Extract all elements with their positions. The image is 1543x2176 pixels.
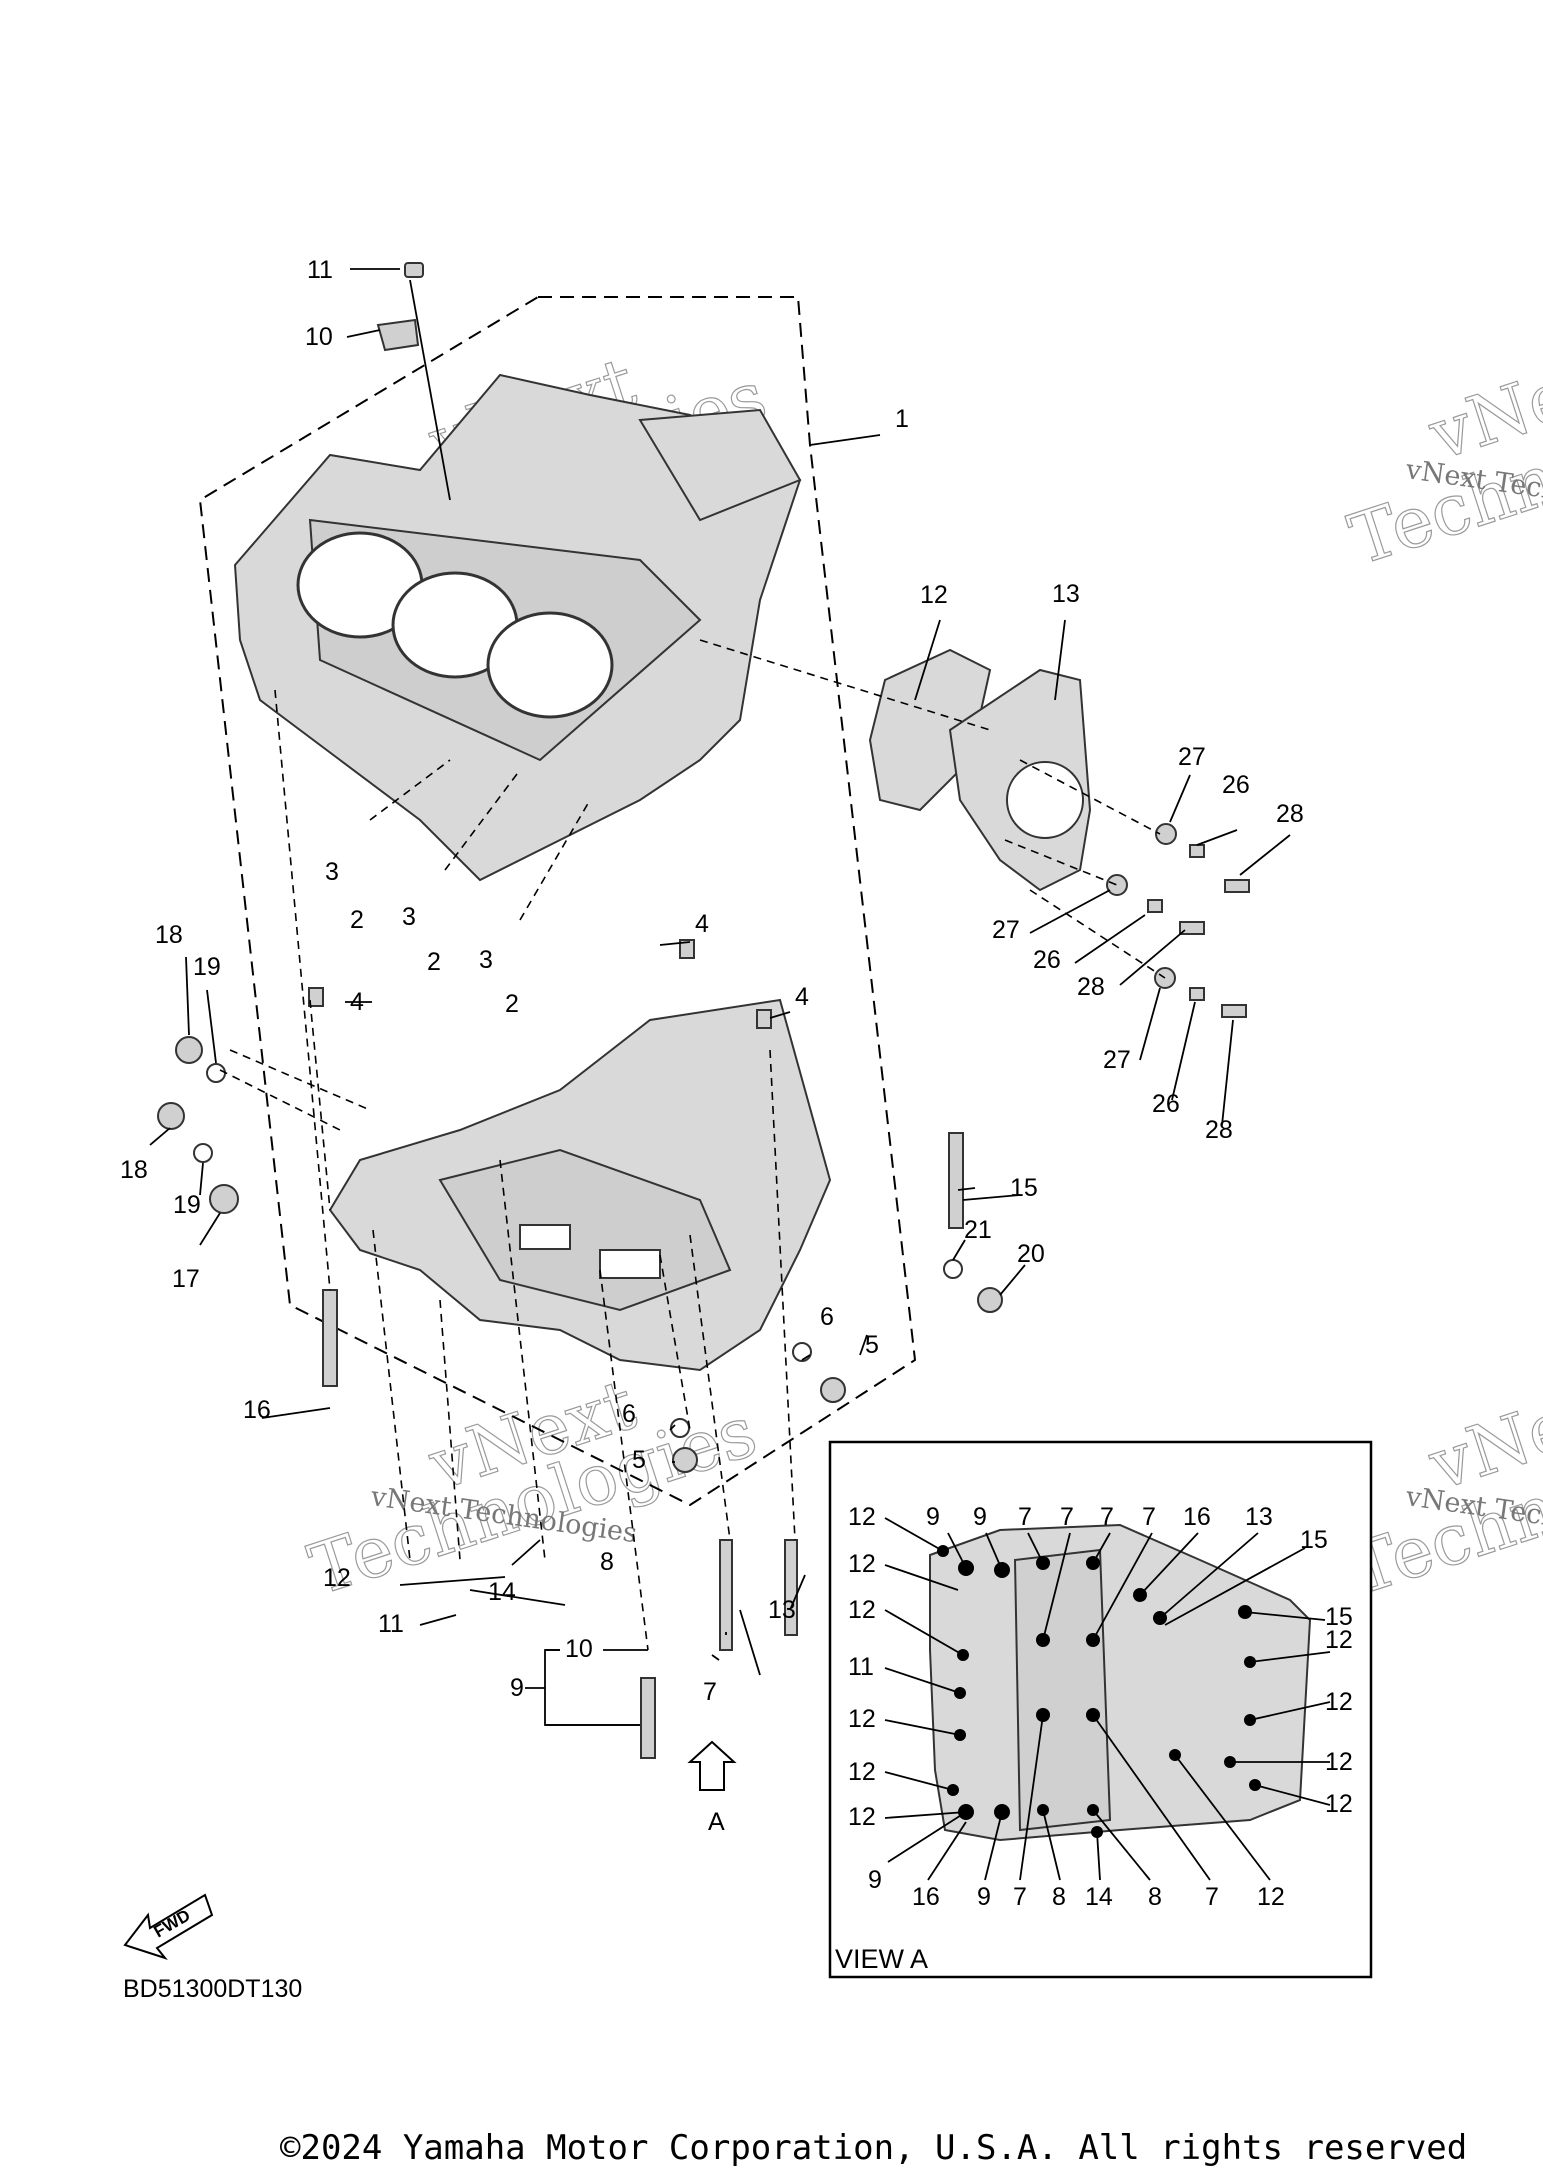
callout-19b: 19 (173, 1191, 201, 1219)
view-callout-13: 13 (1245, 1503, 1273, 1531)
view-callout-8a: 8 (1052, 1883, 1066, 1911)
callout-4a: 4 (695, 910, 709, 938)
fwd-arrow-icon: FWD (123, 1893, 214, 1960)
view-callout-7c: 7 (1100, 1503, 1114, 1531)
callout-26b: 26 (1033, 946, 1061, 974)
view-callout-7e: 7 (1013, 1883, 1027, 1911)
callout-9: 9 (510, 1674, 524, 1702)
watermark-bottom: vNext Technologies vNext Technologies (299, 1363, 766, 1612)
view-callout-8b: 8 (1148, 1883, 1162, 1911)
view-callout-7b: 7 (1060, 1503, 1074, 1531)
view-callout-7d: 7 (1142, 1503, 1156, 1531)
callout-3b: 3 (402, 903, 416, 931)
callout-3a: 3 (325, 858, 339, 886)
view-callout-11: 11 (848, 1653, 874, 1681)
callout-5a: 5 (865, 1331, 879, 1359)
callout-28b: 28 (1077, 973, 1105, 1001)
callout-21: 21 (964, 1216, 992, 1244)
callout-2b: 2 (427, 948, 441, 976)
side-cover-25 (948, 668, 1092, 892)
view-callout-16a: 16 (1183, 1503, 1211, 1531)
view-callout-12l2: 12 (848, 1550, 876, 1578)
callout-26a: 26 (1222, 771, 1250, 799)
view-callout-12r4: 12 (1325, 1790, 1353, 1818)
callout-7: 7 (703, 1678, 717, 1706)
view-callout-15a: 15 (1300, 1526, 1328, 1554)
view-callout-12r2: 12 (1325, 1688, 1353, 1716)
diagram-code: BD51300DT130 (123, 1975, 302, 2003)
view-callout-12r3: 12 (1325, 1748, 1353, 1776)
view-callout-7f: 7 (1205, 1883, 1219, 1911)
view-callout-9a: 9 (926, 1503, 940, 1531)
lower-crankcase (328, 998, 832, 1372)
callout-20: 20 (1017, 1240, 1045, 1268)
bolt-dash-paths (219, 639, 1166, 1651)
callout-5b: 5 (632, 1446, 646, 1474)
view-callout-14: 14 (1085, 1883, 1113, 1911)
view-callout-9c: 9 (868, 1866, 882, 1894)
watermark-right-top: vNext Technologies vNext Technologies (1339, 333, 1543, 582)
callout-27b: 27 (992, 916, 1020, 944)
view-callout-12l5: 12 (848, 1758, 876, 1786)
callout-15: 15 (1010, 1174, 1038, 1202)
callout-26c: 26 (1152, 1090, 1180, 1118)
callout-6b: 6 (622, 1400, 636, 1428)
view-callout-12l3: 12 (848, 1596, 876, 1624)
view-a-leader-lines (884, 1517, 1331, 1881)
view-callout-12l4: 12 (848, 1705, 876, 1733)
callout-23: 11 (307, 256, 333, 284)
view-callout-12l6: 12 (848, 1803, 876, 1831)
view-callout-12r1: 12 (1325, 1626, 1353, 1654)
callout-4b: 4 (795, 983, 809, 1011)
callout-6a: 6 (820, 1303, 834, 1331)
callout-1: 1 (895, 405, 909, 433)
callout-13: 13 (768, 1596, 796, 1624)
callout-10: 10 (565, 1635, 593, 1663)
callout-28a: 28 (1276, 800, 1304, 828)
callout-14: 14 (488, 1578, 516, 1606)
upper-crankcase (233, 373, 802, 882)
view-a-inset: 9 9 7 7 7 7 16 13 15 15 12 12 12 12 12 1… (828, 1440, 1373, 1979)
callout-2c: 2 (505, 990, 519, 1018)
callout-4c: 4 (350, 988, 364, 1016)
view-arrow-a: A (687, 1740, 737, 1836)
callout-18b: 18 (120, 1156, 148, 1184)
callout-24: 12 (920, 581, 948, 609)
leader-lines (149, 268, 1291, 1726)
view-callout-12l1: 12 (848, 1503, 876, 1531)
crankcase-assembly-outline (198, 296, 917, 1507)
view-a-label: VIEW A (835, 1944, 928, 1974)
callout-27a: 27 (1178, 743, 1206, 771)
view-callout-15b: 15 (1325, 1603, 1353, 1631)
view-callout-12b: 12 (1257, 1883, 1285, 1911)
callout-16: 16 (243, 1396, 271, 1424)
copyright-footer: ©2024 Yamaha Motor Corporation, U.S.A. A… (280, 2128, 1468, 2168)
callout-8: 8 (600, 1548, 614, 1576)
callout-27c: 27 (1103, 1046, 1131, 1074)
callout-12: 12 (323, 1564, 351, 1592)
view-callout-9b: 9 (973, 1503, 987, 1531)
view-a-callouts: 9 9 7 7 7 7 16 13 15 15 12 12 12 12 12 1… (848, 1503, 1353, 1911)
callout-2a: 2 (350, 906, 364, 934)
view-arrow-a-label: A (708, 1808, 725, 1836)
callout-25: 13 (1052, 580, 1080, 608)
callout-11: 11 (378, 1610, 404, 1638)
callout-19a: 19 (193, 953, 221, 981)
callout-22: 10 (305, 323, 333, 351)
callout-17: 17 (172, 1265, 200, 1293)
view-callout-9d: 9 (977, 1883, 991, 1911)
view-callout-7a: 7 (1018, 1503, 1032, 1531)
callout-28c: 28 (1205, 1116, 1233, 1144)
main-callouts: 11 10 1 12 13 27 26 28 27 26 28 27 26 28… (120, 256, 1304, 1706)
callout-3c: 3 (479, 946, 493, 974)
callout-18a: 18 (155, 921, 183, 949)
view-callout-16b: 16 (912, 1883, 940, 1911)
